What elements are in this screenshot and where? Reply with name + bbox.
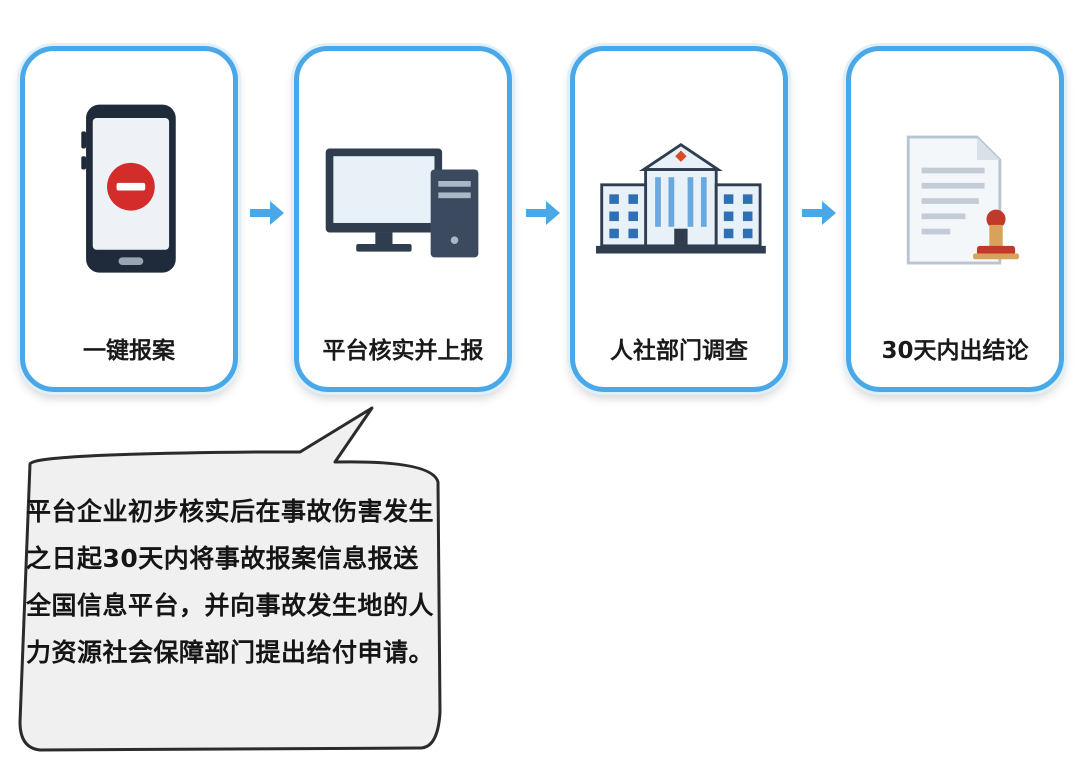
step-card-verify: 平台核实并上报 bbox=[294, 46, 512, 392]
step-label: 人社部门调查 bbox=[575, 331, 783, 365]
step-card-conclusion: 30天内出结论 bbox=[846, 46, 1064, 392]
arrow-right-icon bbox=[248, 199, 286, 227]
arrow-right-icon bbox=[800, 199, 838, 227]
step-label: 一键报案 bbox=[25, 331, 233, 365]
step-label: 平台核实并上报 bbox=[299, 331, 507, 365]
step-card-report: 一键报案 bbox=[20, 46, 238, 392]
step-card-investigate: 人社部门调查 bbox=[570, 46, 788, 392]
arrow-right-icon bbox=[524, 199, 562, 227]
smartphone-icon bbox=[25, 51, 233, 311]
document-stamp-icon bbox=[851, 51, 1059, 311]
government-building-icon bbox=[575, 51, 783, 311]
callout-text: 平台企业初步核实后在事故伤害发生之日起30天内将事故报案信息报送全国信息平台，并… bbox=[26, 488, 436, 676]
desktop-computer-icon bbox=[299, 51, 507, 311]
step-label: 30天内出结论 bbox=[851, 331, 1059, 365]
